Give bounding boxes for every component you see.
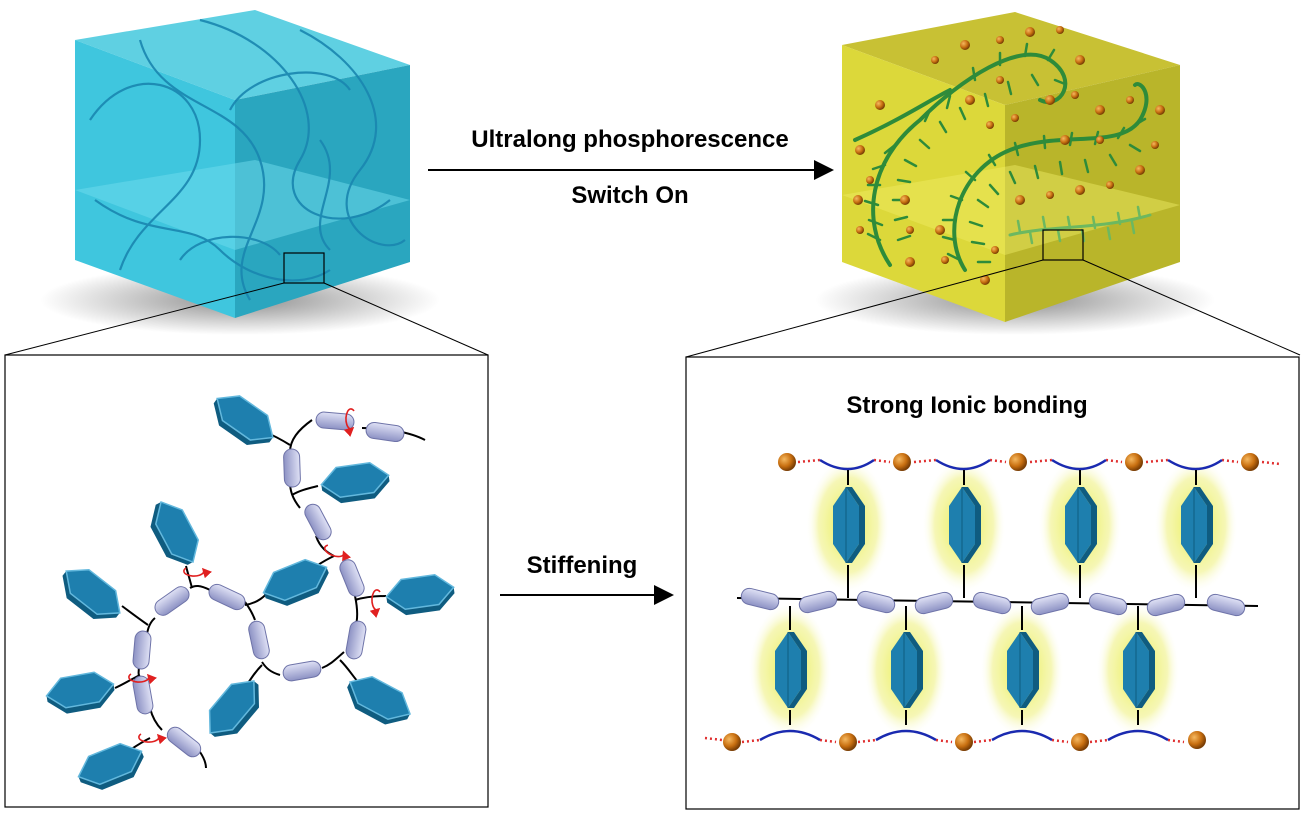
ion-sphere-icon xyxy=(1071,733,1089,751)
ion-sphere-icon xyxy=(723,733,741,751)
top-arrow: Ultralong phosphorescence Switch On xyxy=(428,126,834,209)
ion-sphere-icon xyxy=(1125,453,1143,471)
ion-sphere-icon xyxy=(1241,453,1259,471)
left-cube-top xyxy=(75,10,410,100)
bottom-ionic-row xyxy=(704,729,1206,751)
left-panel xyxy=(4,354,489,808)
stiffening-label: Stiffening xyxy=(527,552,638,579)
right-cube-ions xyxy=(853,26,1165,285)
ion-sphere-icon xyxy=(1009,453,1027,471)
ion-sphere-icon xyxy=(1188,731,1206,749)
right-panel: Strong Ionic bonding xyxy=(685,356,1300,810)
right-cube-side xyxy=(1005,65,1180,322)
ion-sphere-icon xyxy=(955,733,973,751)
top-arrow-label-2: Switch On xyxy=(571,182,688,209)
top-arrow-label-1: Ultralong phosphorescence xyxy=(471,126,788,153)
left-cube-polymer-chains xyxy=(89,18,406,301)
right-panel-title: Strong Ionic bonding xyxy=(846,392,1087,419)
left-cube xyxy=(40,10,440,335)
right-panel-backbone xyxy=(736,586,1259,618)
right-cube xyxy=(815,12,1215,335)
ion-sphere-icon xyxy=(778,453,796,471)
ion-sphere-icon xyxy=(893,453,911,471)
top-ionic-row xyxy=(778,453,1281,471)
ion-sphere-icon xyxy=(839,733,857,751)
stiffening-arrow: Stiffening xyxy=(500,552,674,605)
right-zoom-box xyxy=(1042,229,1084,261)
left-zoom-box xyxy=(283,252,325,284)
